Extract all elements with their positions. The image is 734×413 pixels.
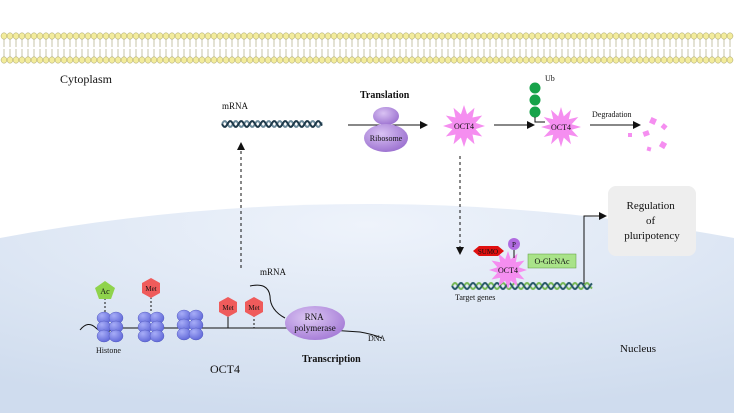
ub-label: Ub <box>545 74 555 83</box>
dna-methylation-hexagon-1 <box>219 297 237 317</box>
outcome-line3: pluripotency <box>624 230 680 242</box>
oct4-cytoplasm-label: OCT4 <box>454 122 474 131</box>
histone-octamer-3 <box>176 309 204 341</box>
dna-methylation-hexagon-2 <box>245 297 263 317</box>
cell-membrane <box>0 32 734 64</box>
phospho-circle <box>508 238 520 250</box>
mrna-top-label: mRNA <box>222 101 249 111</box>
met-dna-2-label: Met <box>248 304 259 312</box>
svg-text:Regulation of plur: Regulation of pluripotency <box>624 200 680 242</box>
translation-label: Translation <box>360 90 410 101</box>
histone-octamer-2 <box>137 311 165 343</box>
oct4-ubiquitinated: OCT4 <box>541 107 581 147</box>
met-dna-1-label: Met <box>222 304 233 312</box>
rna-polymerase-label-line2: polymerase <box>294 323 335 333</box>
histone-octamer-1 <box>96 311 124 343</box>
outcome-line2: of <box>646 215 656 227</box>
oct4-nuclear-complex: OCT4 SUMO P O-GlcNAc <box>473 238 577 289</box>
transcription-label: Transcription <box>302 354 361 365</box>
ubiquitin-chain: Ub <box>529 74 555 123</box>
target-genes-label: Target genes <box>455 293 495 302</box>
o-glcnac-label: O-GlcNAc <box>534 257 570 266</box>
regulation-of-pluripotency-box: Regulation of pluripotency <box>608 186 696 256</box>
target-genes-dna <box>451 281 593 291</box>
nucleus-label: Nucleus <box>620 343 656 355</box>
svg-text:RNA polymerase: RNA polymerase <box>294 312 335 333</box>
outcome-line1: Regulation <box>626 200 675 212</box>
oct4-ubiquitinated-label: OCT4 <box>551 123 571 132</box>
cytoplasm-label: Cytoplasm <box>60 72 113 86</box>
histone-methylation-hexagon <box>142 278 160 298</box>
ribosome-label: Ribosome <box>370 134 403 143</box>
rna-polymerase-label-line1: RNA <box>305 312 325 322</box>
dna-label: DNA <box>368 334 386 343</box>
met-histone-label: Met <box>145 285 156 293</box>
nuclear-mrna-strand <box>249 284 286 319</box>
acetylation-pentagon <box>95 281 115 299</box>
oct4-nuclear-label: OCT4 <box>498 266 518 275</box>
phospho-label: P <box>512 241 516 249</box>
mrna-nuclear-label: mRNA <box>260 267 287 277</box>
sumo-hexagon <box>473 246 504 256</box>
histone-label: Histone <box>96 346 121 355</box>
o-glcnac-box <box>527 253 577 269</box>
oct4-cytoplasm: OCT4 <box>443 105 485 147</box>
degradation-label: Degradation <box>592 110 632 119</box>
degradation-fragments <box>628 117 668 152</box>
chromatin-dna-strand <box>79 324 383 339</box>
sumo-label: SUMO <box>478 248 498 256</box>
ac-label: Ac <box>100 287 110 296</box>
regulation-arrow <box>583 212 607 287</box>
oct4-gene-label: OCT4 <box>210 362 240 376</box>
mrna-helix-top <box>221 119 323 129</box>
ribosome: Ribosome <box>364 107 408 152</box>
rna-polymerase: RNA polymerase <box>285 306 345 340</box>
